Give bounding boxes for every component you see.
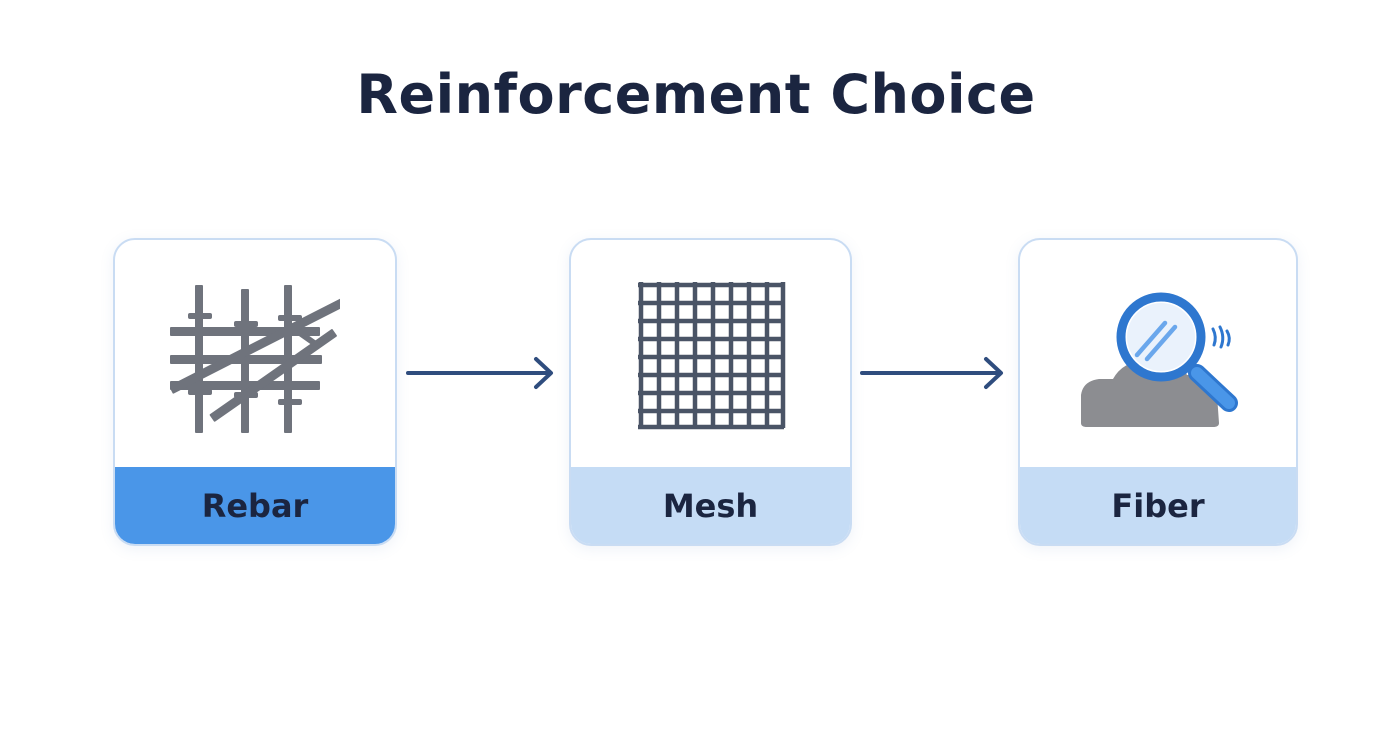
card-icon-area — [571, 240, 850, 469]
option-label-fiber: Fiber — [1020, 467, 1296, 544]
rebar-icon — [170, 284, 340, 433]
concrete-mound-icon — [1081, 360, 1219, 427]
option-label-mesh: Mesh — [571, 467, 850, 544]
option-card-fiber[interactable]: Fiber — [1018, 238, 1298, 546]
arrow-right-icon — [406, 357, 553, 389]
option-card-rebar[interactable]: Rebar — [113, 238, 397, 546]
option-label-rebar: Rebar — [115, 467, 395, 544]
arrow-right-icon — [860, 357, 1003, 389]
option-card-mesh[interactable]: Mesh — [569, 238, 852, 546]
card-icon-area — [115, 240, 395, 469]
fiber-magnifier-icon — [1081, 292, 1238, 427]
diagram-title: Reinforcement Choice — [356, 63, 1036, 126]
mesh-icon — [637, 281, 785, 429]
card-icon-area — [1020, 240, 1296, 469]
